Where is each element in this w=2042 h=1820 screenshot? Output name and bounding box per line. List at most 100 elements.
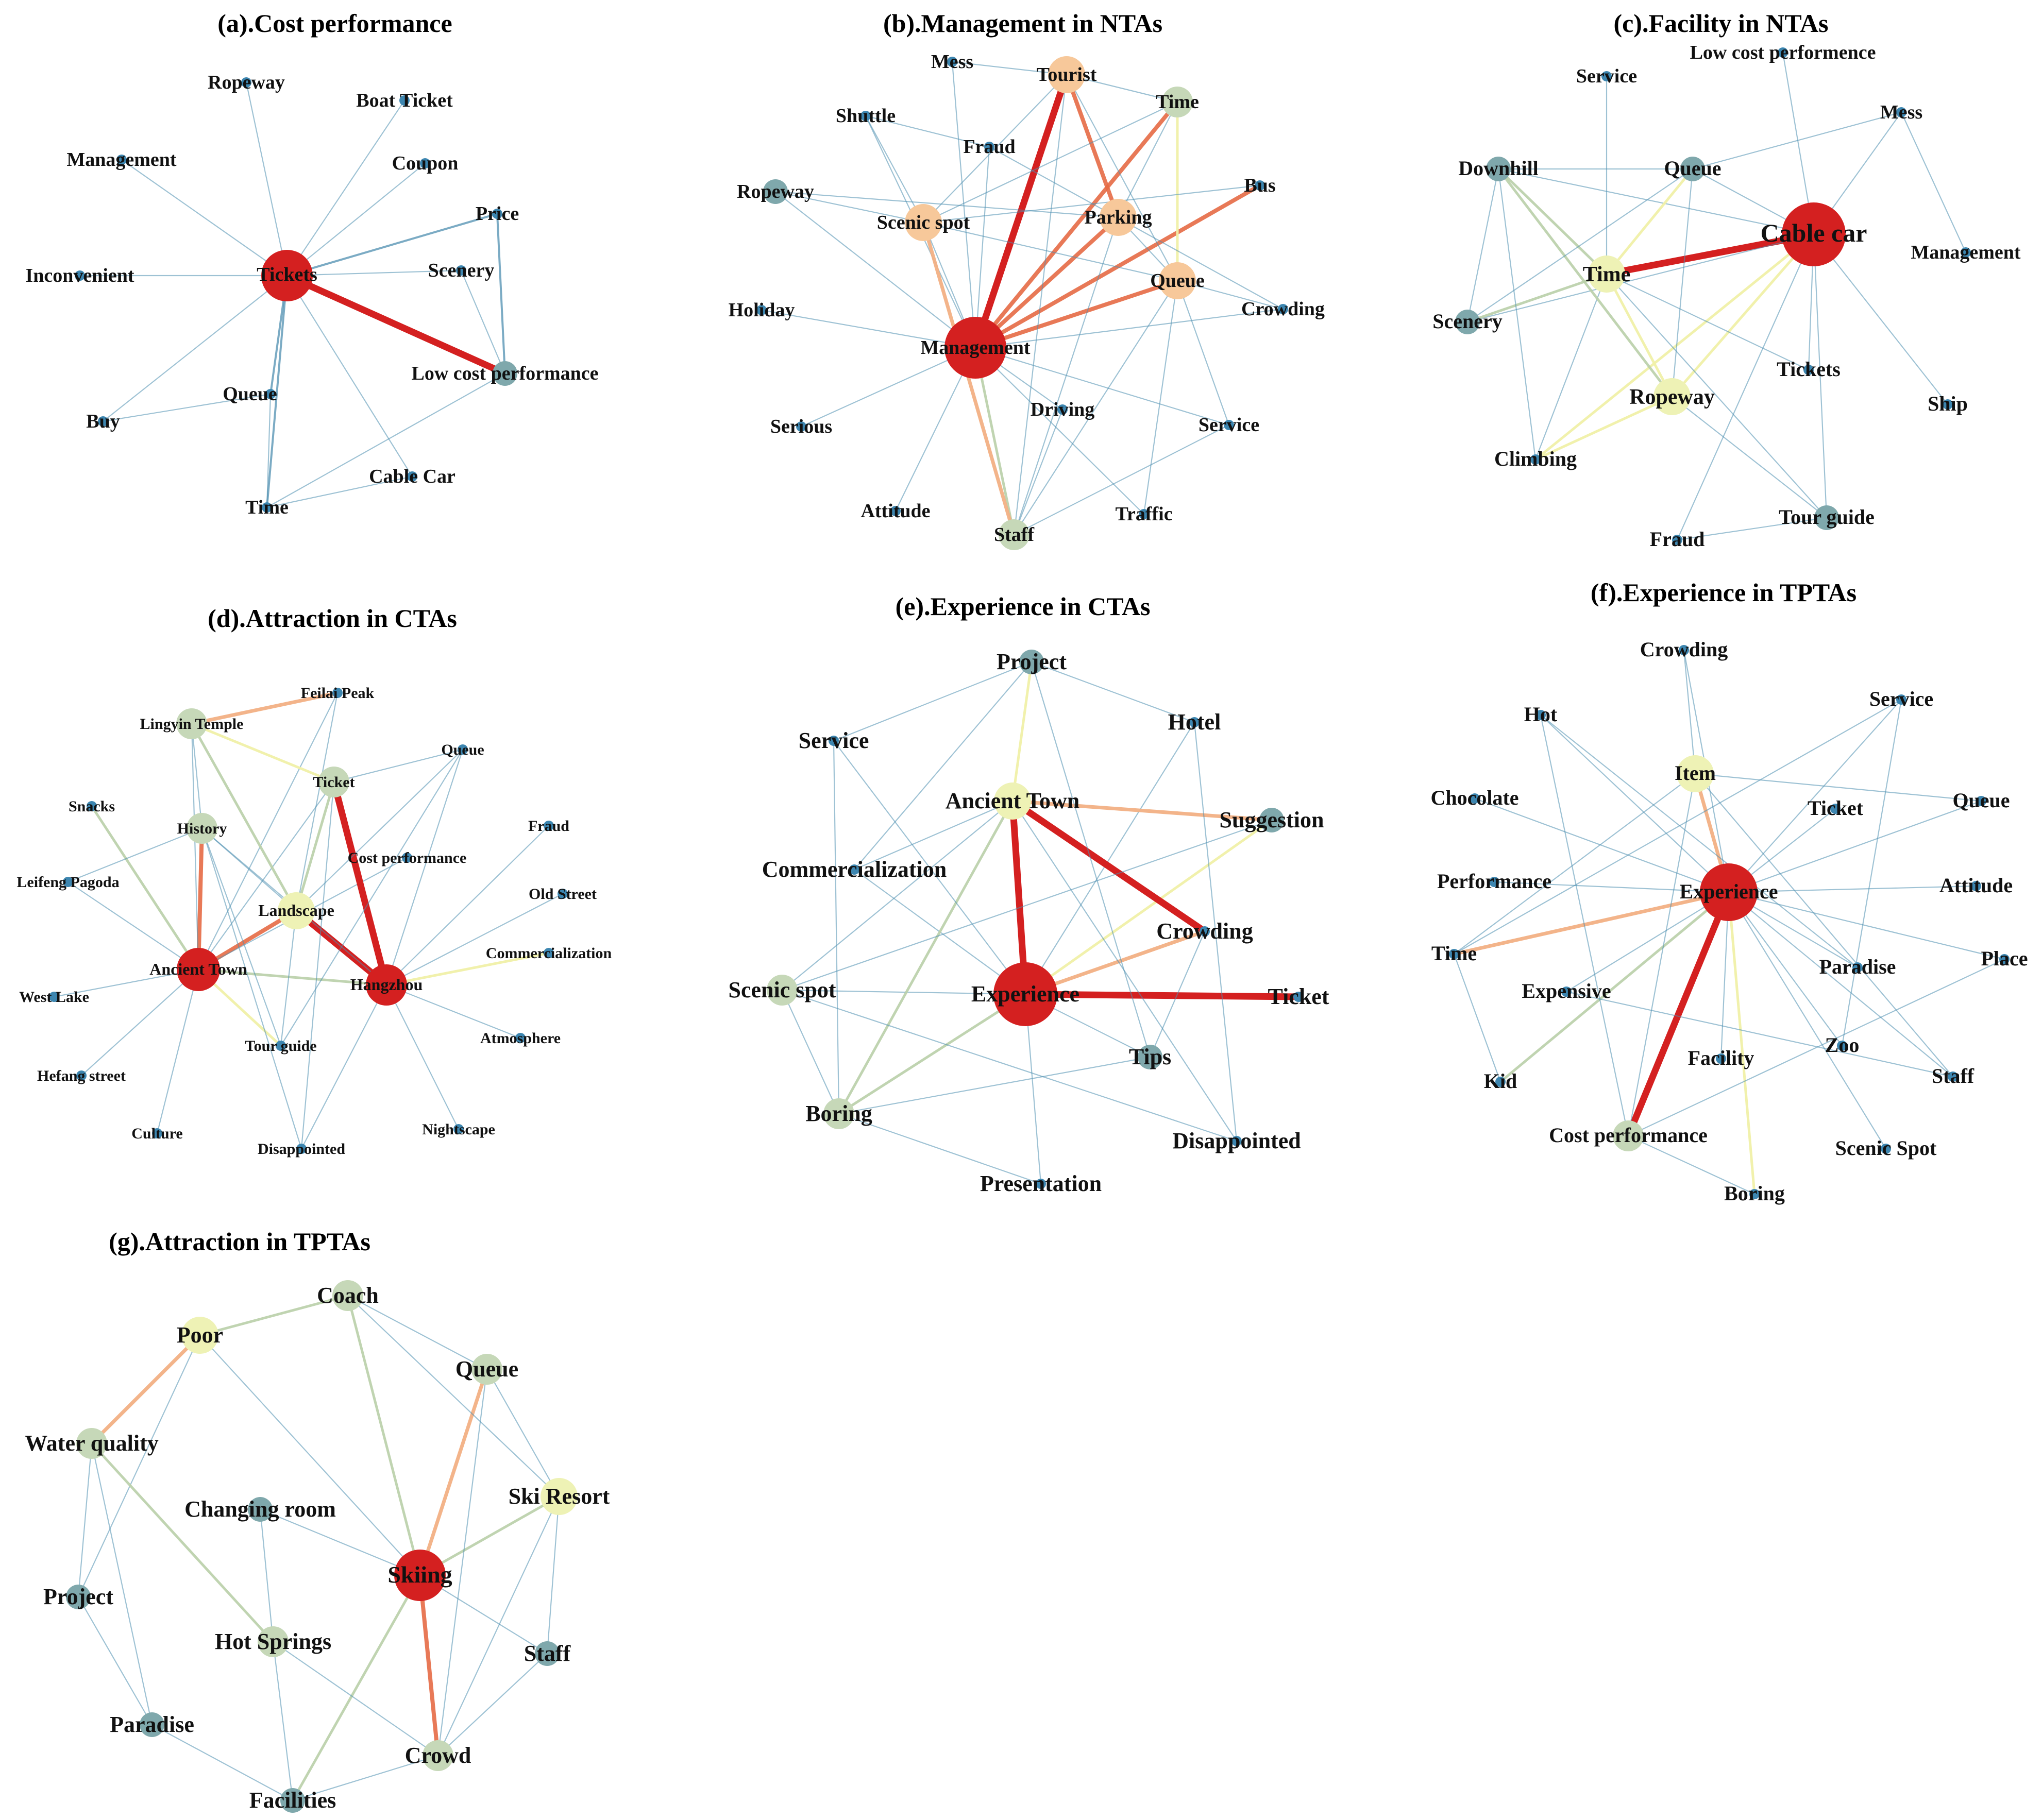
edge-time-downhill <box>1497 167 1608 276</box>
node-label-tourist: Tourist <box>1037 64 1097 86</box>
node-label-staff: Staff <box>1932 1064 1975 1087</box>
edge-cablecar-time <box>1603 231 1817 278</box>
edge-poor-project <box>77 1334 201 1598</box>
edge-downhill-scenery <box>1466 168 1499 323</box>
node-management <box>944 317 1006 379</box>
node-label-fraud: Fraud <box>1650 528 1705 551</box>
edge-lingyin-feilai <box>190 691 340 726</box>
node-label-scenicspot: Scenic Spot <box>1835 1136 1937 1160</box>
node-label-downhill: Downhill <box>1458 157 1539 180</box>
edge-management-staff <box>974 346 1016 536</box>
edges-c <box>1466 52 1967 541</box>
node-label-poor: Poor <box>177 1322 223 1348</box>
edge-queue-time <box>266 393 272 508</box>
node-queue <box>471 1354 502 1385</box>
node-service <box>829 736 839 746</box>
node-label-queue: Queue <box>455 1356 518 1382</box>
node-label-inconvenient: Inconvenient <box>25 265 134 286</box>
node-hangzhou <box>366 964 407 1006</box>
node-label-parking: Parking <box>1085 207 1152 228</box>
node-label-facilities: Facilities <box>249 1788 336 1813</box>
edge-item-queue <box>1694 773 1982 802</box>
node-experience <box>993 962 1057 1026</box>
node-paradise <box>140 1712 164 1737</box>
edge-tickets-boat <box>286 99 406 277</box>
node-label-traffic: Traffic <box>1115 503 1172 525</box>
node-lowcost <box>493 361 517 386</box>
edge-expensive-staff <box>1565 991 1954 1078</box>
edge-cablecar-scenery <box>1466 233 1815 323</box>
edge-queue-ski <box>486 1368 560 1498</box>
node-label-feilai: Feilai Peak <box>301 685 375 702</box>
edge-experience-time <box>1452 890 1731 956</box>
edge-fraud-crowding <box>988 146 1284 310</box>
node-label-paradise: Paradise <box>110 1712 194 1737</box>
node-hotsprings <box>258 1626 289 1657</box>
edge-hot-paradise <box>1540 714 1859 968</box>
node-label-ancient: Ancient Town <box>946 788 1079 813</box>
node-downhill <box>1486 157 1511 181</box>
node-label-price: Price <box>476 203 519 225</box>
edge-management-fraud <box>974 146 990 349</box>
node-project <box>1019 650 1044 674</box>
node-label-staff: Staff <box>524 1641 571 1666</box>
edge-experience-suggestion <box>1024 819 1273 996</box>
edge-landscape-feilai <box>295 692 339 912</box>
node-label-climbing: Climbing <box>1494 447 1577 470</box>
node-label-queue: Queue <box>1952 789 2010 812</box>
node-ticket <box>1830 804 1841 814</box>
edge-mess-management <box>1900 111 1967 253</box>
edge-place-costperf <box>1627 958 2005 1137</box>
node-hefang <box>76 1070 87 1081</box>
node-lingyin <box>176 708 207 739</box>
edge-boring-tips <box>838 1056 1151 1115</box>
node-driving <box>1057 404 1068 415</box>
node-fraud <box>984 142 994 152</box>
edge-cablecar-downhill <box>1497 168 1815 235</box>
edge-parking-staff <box>1013 216 1119 536</box>
node-chocolate <box>1470 793 1480 804</box>
node-label-queue: Queue <box>1150 270 1205 292</box>
edge-time-ropeway <box>1605 273 1674 398</box>
edge-skiing-poor <box>199 1334 421 1576</box>
node-label-crowding: Crowding <box>1156 918 1253 944</box>
edge-scenic-suggestion <box>781 819 1273 991</box>
node-management <box>1961 247 1971 258</box>
edge-item-crowding <box>1683 649 1696 775</box>
node-service <box>1224 420 1234 430</box>
node-label-driving: Driving <box>1031 399 1095 420</box>
node-label-crowding: Crowding <box>1640 638 1728 661</box>
node-boring <box>823 1098 854 1129</box>
node-ropeway <box>1653 378 1691 415</box>
node-label-changing: Changing room <box>184 1496 336 1522</box>
node-fraud <box>544 821 554 831</box>
node-label-expensive: Expensive <box>1522 979 1611 1002</box>
edge-ancient-leifeng <box>67 881 199 971</box>
edge-ski-crowd <box>437 1495 560 1757</box>
edge-boring-presentation <box>838 1113 1042 1185</box>
node-disappointed <box>296 1144 307 1154</box>
edge-ancient-lingyin <box>191 723 199 971</box>
node-staff <box>999 519 1030 550</box>
edge-service-staff <box>1013 424 1230 536</box>
node-changing <box>248 1497 273 1522</box>
node-inconvenient <box>75 270 85 281</box>
node-disappointed <box>1231 1136 1242 1146</box>
edge-tickets-ropeway <box>245 81 288 277</box>
node-scenery <box>1455 310 1480 334</box>
edge-scenic-shuttle <box>865 115 924 224</box>
edge-downhill-ropeway <box>1497 167 1674 398</box>
node-label-buy: Buy <box>86 411 120 432</box>
node-buy <box>98 416 108 427</box>
node-shuttle <box>860 111 871 121</box>
node-queue <box>1159 262 1196 299</box>
edge-service-zoo <box>1841 699 1902 1047</box>
node-parking <box>1100 199 1137 236</box>
edge-history-leifeng <box>67 827 203 883</box>
node-scenicspot <box>1881 1144 1891 1154</box>
node-label-management: Management <box>920 337 1031 359</box>
node-attitude <box>890 506 901 516</box>
edge-ropeway-climbing <box>1534 395 1674 461</box>
